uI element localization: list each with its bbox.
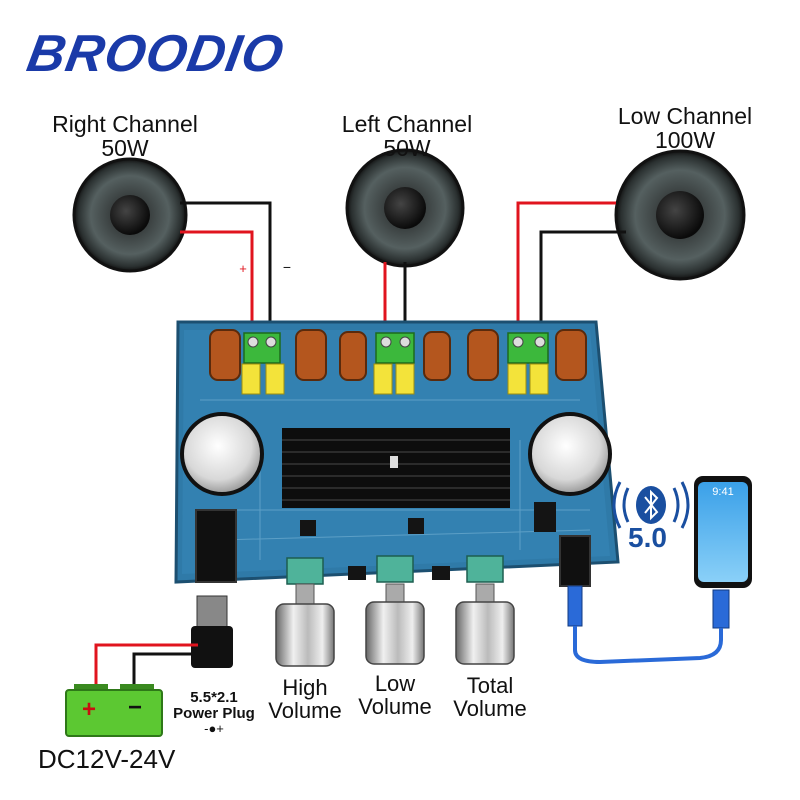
speaker-title: Left Channel [341, 111, 473, 137]
speaker-low-channel [614, 149, 746, 281]
bluetooth-version: 5.0 [628, 522, 667, 553]
control-label-line: Volume [453, 696, 527, 722]
control-label-line: Volume [268, 698, 342, 724]
knob-high-volume[interactable] [275, 583, 335, 667]
control-label-line: Volume [358, 694, 432, 720]
knob-total-volume[interactable] [455, 583, 515, 665]
battery-minus: − [128, 694, 143, 721]
control-label-line: Total [466, 673, 514, 698]
battery-wires [94, 643, 198, 686]
speaker-label-low: Low Channel 100W [600, 104, 770, 152]
speaker-power: 50W [101, 135, 149, 162]
plug-name: Power Plug [173, 704, 255, 722]
battery-icon [65, 684, 163, 737]
control-label-line: High [282, 675, 328, 700]
speaker-label-right: Right Channel 50W [40, 112, 210, 160]
polarity-plus: + [239, 261, 247, 276]
speaker-left-channel [345, 148, 465, 268]
usb-cable [567, 585, 730, 665]
control-label-line: Low [374, 671, 416, 696]
brand-logo: BROODIO [22, 25, 289, 83]
dc-power-plug [191, 595, 233, 668]
speaker-power: 50W [383, 135, 431, 162]
power-plug-label: 5.5*2.1 Power Plug -●+ [166, 690, 262, 735]
smartphone [694, 476, 752, 588]
control-label-high: High Volume [262, 676, 348, 722]
battery-plus: + [82, 696, 97, 723]
plug-size: 5.5*2.1 [190, 689, 238, 706]
speaker-power: 100W [654, 127, 716, 154]
speaker-right-channel [72, 157, 188, 273]
speaker-title: Low Channel [617, 103, 753, 129]
plug-polarity: -●+ [204, 720, 224, 736]
speaker-wires [180, 201, 626, 335]
phone-time: 9:41 [712, 486, 734, 498]
knob-low-volume[interactable] [365, 583, 425, 665]
dc-voltage-label: DC12V-24V [38, 744, 176, 774]
speaker-label-left: Left Channel 50W [322, 112, 492, 160]
polarity-minus: − [282, 259, 292, 275]
control-label-low: Low Volume [352, 672, 438, 718]
amplifier-board [174, 320, 620, 587]
control-label-total: Total Volume [442, 674, 538, 720]
bluetooth-icon [612, 481, 690, 529]
speaker-title: Right Channel [52, 111, 198, 137]
